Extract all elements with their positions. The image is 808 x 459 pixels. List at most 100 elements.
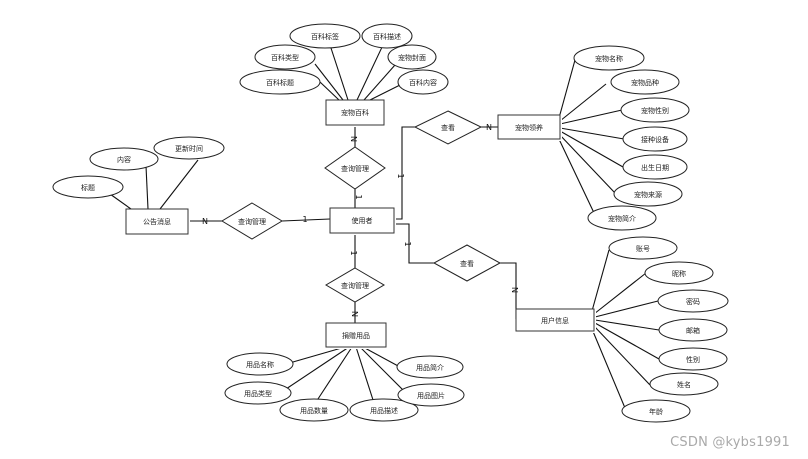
link-donation-attr-4 [355,346,375,404]
svg-text:更新时间: 更新时间 [175,144,203,153]
relationship-adoption-label: 查看 [441,123,455,132]
card-wiki-n: N [349,136,358,142]
link-wiki-attr-1 [329,44,349,101]
link-adopt-attr-7 [557,136,596,216]
attribute-user-nickname: 昵称 [644,261,714,285]
card-donation-1: 1 [349,250,358,255]
attribute-user-account: 账号 [608,236,678,260]
svg-text:姓名: 姓名 [677,380,691,389]
link-announce-attr-1 [145,165,149,210]
link-adopt-attr-2 [559,83,607,122]
link-userinfo-attr-7 [591,328,626,409]
link-donation-attr-2 [279,346,350,394]
attribute-announce-time: 更新时间 [153,136,225,160]
link-wiki-attr-5 [319,81,340,101]
entity-donation-label: 捐赠用品 [342,331,370,340]
card-adopt-1: 1 [396,173,405,178]
svg-text:百科内容: 百科内容 [409,78,437,87]
attribute-donation-desc: 用品描述 [349,398,419,422]
svg-text:用品名称: 用品名称 [246,360,274,369]
attribute-donation-type: 用品类型 [224,381,292,405]
entity-announcement-label: 公告消息 [143,217,171,226]
attribute-adopt-intro: 宠物简介 [587,205,657,231]
svg-text:百科标题: 百科标题 [266,78,294,87]
attribute-user-gender: 性别 [658,347,728,371]
attribute-adopt-breed: 宠物品种 [610,69,680,95]
link-donation-attr-3 [315,346,353,403]
entity-pet-wiki-label: 宠物百科 [341,108,369,117]
card-userinfo-n: N [510,287,519,293]
svg-text:用品描述: 用品描述 [370,406,398,415]
link-donation-attr-5 [362,346,401,368]
attribute-adopt-gender: 宠物性别 [620,97,690,123]
svg-text:标题: 标题 [81,183,95,192]
svg-text:百科标签: 百科标签 [311,32,339,41]
svg-text:宠物来源: 宠物来源 [634,190,662,199]
relationship-donation-label: 查询管理 [341,281,369,290]
watermark-text: CSDN @kybs1991 [670,435,790,450]
svg-text:宠物品种: 宠物品种 [631,78,659,87]
svg-text:百科描述: 百科描述 [373,32,401,41]
entity-pet-adoption: 宠物领养 [497,114,562,141]
svg-text:用品类型: 用品类型 [244,389,272,398]
attribute-wiki-type: 百科类型 [254,44,316,70]
card-announce-1: 1 [302,215,307,224]
link-rel-userinfo-entity [500,262,517,319]
svg-text:用品简介: 用品简介 [416,363,444,372]
link-adopt-attr-4 [559,127,625,140]
svg-text:宠物封面: 宠物封面 [398,53,426,62]
link-wiki-attr-2 [356,44,384,101]
attribute-wiki-tag: 百科标签 [289,23,361,49]
svg-text:昵称: 昵称 [672,269,686,278]
link-userinfo-attr-3 [594,300,659,318]
entity-donation: 捐赠用品 [325,322,388,349]
entity-pet-adoption-label: 宠物领养 [515,123,543,132]
entity-announcement: 公告消息 [125,208,190,236]
svg-text:年龄: 年龄 [649,407,663,416]
attribute-adopt-source: 宠物来源 [613,181,683,207]
attribute-donation-intro: 用品简介 [396,355,464,379]
link-wiki-attr-4 [363,64,396,101]
link-donation-attr-1 [285,346,346,365]
link-adopt-attr-3 [559,109,623,125]
svg-text:性别: 性别 [686,355,700,364]
attribute-wiki-cover: 宠物封面 [387,44,437,70]
svg-text:密码: 密码 [686,297,700,306]
attribute-announce-content: 内容 [89,147,159,171]
attribute-adopt-birthday: 出生日期 [622,154,688,180]
svg-text:宠物名称: 宠物名称 [595,54,623,63]
svg-text:接种设备: 接种设备 [641,135,669,144]
link-announce-attr-2 [159,159,199,210]
relationship-donation: 查询管理 [325,267,385,303]
link-wiki-attr-6 [369,83,403,101]
attribute-user-name: 姓名 [649,372,719,396]
relationship-adoption: 查看 [413,110,483,145]
attribute-donation-name: 用品名称 [226,352,294,376]
cardinality-labels: N 1 N 1 1 N 1 N 1 N [202,123,519,317]
attribute-donation-qty: 用品数量 [279,398,349,422]
link-userinfo-attr-6 [593,325,651,386]
entity-user: 使用者 [329,207,396,235]
entity-user-info: 用户信息 [515,308,596,333]
relationship-announcement-label: 查询管理 [238,217,266,226]
attribute-adopt-name: 宠物名称 [573,45,645,71]
svg-text:用品图片: 用品图片 [417,391,445,400]
entity-pet-wiki: 宠物百科 [325,99,386,127]
link-wiki-attr-3 [314,63,344,101]
attribute-wiki-content: 百科内容 [397,69,449,95]
link-userinfo-attr-5 [594,322,660,360]
relationship-announcement: 查询管理 [221,202,283,240]
svg-text:用品数量: 用品数量 [300,406,328,415]
svg-text:内容: 内容 [117,155,131,164]
attribute-announce-title: 标题 [52,175,124,199]
attribute-user-email: 邮箱 [658,318,728,342]
link-userinfo-attr-1 [591,249,610,312]
card-announce-n: N [202,217,208,226]
card-wiki-1: 1 [354,194,363,199]
relationship-wiki: 查询管理 [324,146,386,190]
entity-user-info-label: 用户信息 [541,316,569,325]
card-userinfo-1: 1 [403,241,412,246]
link-donation-attr-6 [359,346,406,393]
svg-text:宠物简介: 宠物简介 [608,214,636,223]
